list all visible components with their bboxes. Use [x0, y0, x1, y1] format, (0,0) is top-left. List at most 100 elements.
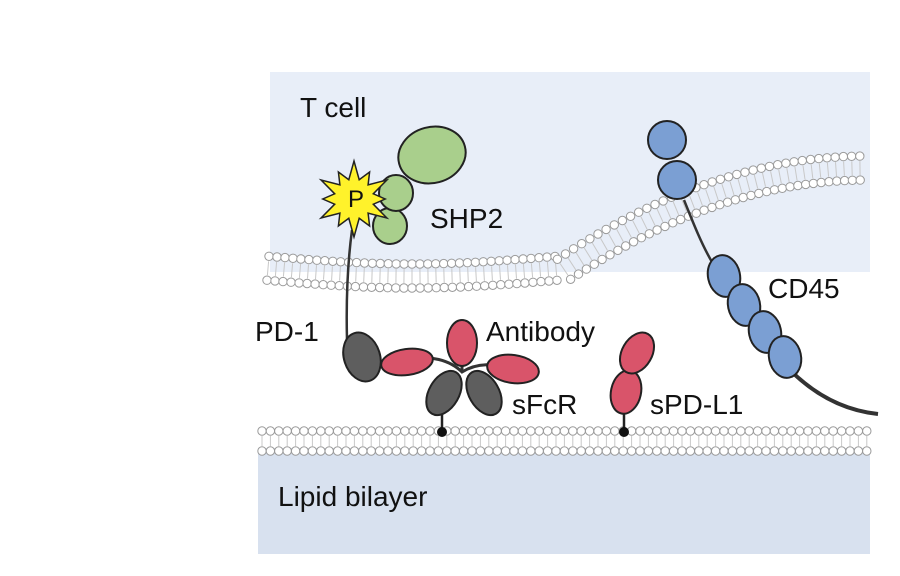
lipid-head: [559, 426, 570, 436]
lipid-head: [544, 276, 554, 286]
lipid-head: [286, 277, 296, 287]
lipid-tail: [802, 165, 806, 180]
shp2-label: SHP2: [430, 203, 503, 234]
lipid-head: [423, 283, 433, 293]
lipid-head: [431, 259, 441, 269]
lipid-head: [492, 446, 502, 456]
lipid-tail: [648, 212, 656, 226]
lipid-head: [568, 244, 579, 254]
lipid-head: [358, 446, 368, 456]
lipid-head: [324, 446, 334, 456]
lipid-tail: [624, 224, 632, 238]
lipid-head: [552, 254, 563, 264]
lipid-tail: [355, 267, 357, 282]
lipid-head: [650, 199, 660, 210]
lipid-head: [838, 151, 849, 162]
lipid-head: [375, 258, 385, 269]
lipid-head: [694, 426, 704, 436]
lipid-head: [332, 446, 343, 456]
lipid-head: [349, 426, 360, 436]
lipid-head: [660, 221, 670, 232]
lipid-head: [471, 281, 482, 291]
supported-bilayer-membrane: [257, 426, 872, 456]
lipid-head: [727, 426, 738, 436]
lipid-head: [576, 426, 586, 436]
lipid-head: [274, 426, 284, 436]
lipid-tail: [826, 162, 830, 177]
lipid-head: [652, 446, 662, 456]
lipid-head: [577, 239, 587, 249]
lipid-head: [862, 446, 872, 456]
lipid-head: [500, 426, 511, 436]
lipid-head: [762, 186, 772, 197]
lipid-tail: [266, 261, 270, 276]
lipid-head: [635, 446, 645, 456]
lipid-head: [391, 426, 402, 436]
lipid-head: [761, 426, 771, 436]
lipid-head: [374, 426, 385, 436]
lipid-head: [265, 426, 276, 436]
lipid-head: [383, 283, 393, 293]
lipid-head: [677, 426, 687, 436]
lipid-head: [719, 426, 729, 436]
lipid-head: [626, 446, 637, 456]
lipid-head: [828, 446, 838, 456]
lipid-head: [685, 426, 696, 436]
lipid-head: [366, 426, 376, 436]
lipid-head: [862, 426, 872, 436]
lipid-head: [668, 218, 678, 228]
lipid-tail: [554, 261, 558, 276]
lipid-head: [597, 254, 607, 265]
lipid-head: [332, 426, 343, 436]
lipid-head: [652, 426, 662, 436]
lipid-head: [601, 446, 612, 456]
lipid-head: [446, 258, 457, 268]
lipid-head: [694, 446, 704, 456]
lipid-head: [621, 241, 631, 251]
lipid-head: [526, 446, 536, 456]
lipid-head: [416, 446, 427, 456]
lipid-tail: [778, 169, 782, 184]
lipid-head: [551, 446, 561, 456]
lipid-head: [334, 281, 344, 291]
lipid-head: [425, 426, 435, 436]
lipid-head: [808, 178, 819, 189]
lipid-head: [290, 446, 301, 456]
lipid-head: [336, 257, 346, 267]
lipid-head: [723, 172, 734, 182]
lipid-bilayer-region: [258, 448, 870, 554]
lipid-tail: [475, 267, 477, 282]
lipid-head: [358, 426, 368, 436]
lipid-head: [504, 279, 514, 289]
pd1-label: PD-1: [255, 316, 319, 347]
lipid-tail: [491, 266, 493, 281]
lipid-head: [294, 278, 304, 288]
lipid-head: [458, 446, 469, 456]
lipid-head: [722, 197, 733, 207]
lipid-head: [668, 446, 679, 456]
lipid-head: [845, 446, 855, 456]
lipid-head: [304, 254, 314, 265]
lipid-head: [262, 275, 272, 285]
lipid-head: [383, 259, 393, 269]
antibody-fab-left: [380, 347, 434, 377]
lipid-head: [658, 196, 668, 206]
lipid-head: [374, 446, 385, 456]
lipid-head: [769, 185, 780, 195]
lipid-head: [715, 174, 726, 185]
lipid-head: [274, 446, 284, 456]
lipid-head: [316, 446, 326, 456]
lipid-head: [282, 446, 292, 456]
lipid-head: [855, 175, 865, 185]
lipid-tail: [745, 176, 751, 191]
lipid-head: [358, 282, 369, 292]
lipid-head: [710, 426, 721, 436]
lipid-head: [855, 151, 865, 161]
lipid-head: [526, 253, 536, 264]
lipid-head: [777, 183, 787, 194]
lipid-head: [660, 446, 670, 456]
lipid-tail: [616, 229, 624, 242]
pd1-stalk: [345, 229, 354, 341]
lipid-head: [391, 259, 401, 269]
lipid-tail: [559, 263, 569, 276]
